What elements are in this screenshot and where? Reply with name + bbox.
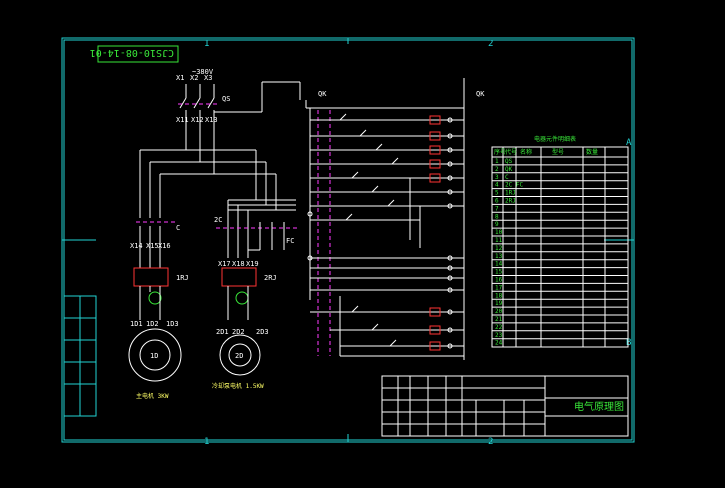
motor1-caption: 主电机 3KW [136,392,169,400]
motor1-id: 1D [150,352,158,360]
motor1-winding-1: 1D1 [130,320,143,328]
motor1-terminal-b: X15 [146,242,159,250]
table-cell: 7 [495,205,499,212]
motor2-terminal-b: X18 [232,260,245,268]
terminal-x2: X2 [190,74,198,82]
table-cell: 18 [495,292,503,299]
drawing-number-box: CJS10-08-14-01 [90,45,179,63]
motor2-terminal-c: X19 [246,260,259,268]
relay-1rj-label: 1RJ [176,274,189,282]
table-cell: 14 [495,261,503,268]
contactor-c-label: C [176,224,180,232]
table-cell: 17 [495,284,503,291]
motor2-winding-1: 2D1 [216,328,229,336]
terminal-x13: X13 [205,116,218,124]
terminal-x3: X3 [204,74,212,82]
control-circuit: QK QK [305,78,485,360]
grid-label-bottom-1: 1 [204,437,209,447]
control-rungs [310,119,464,357]
table-cell: 21 [495,316,503,323]
table-cell: 15 [495,269,503,276]
relay-coils [429,115,441,351]
table-title: 电器元件明细表 [534,135,576,143]
motor2-terminal-a: X17 [218,260,231,268]
table-cell: QK [505,166,513,173]
grid-label-bottom-2: 2 [488,437,493,447]
table-header-model: 型号 [552,148,564,156]
control-switch-label-left: QK [318,90,327,98]
table-cell: 22 [495,324,503,331]
table-cell: 20 [495,308,503,315]
motor2-winding-2: 2D2 [232,328,245,336]
table-cell: 11 [495,237,503,244]
grid-label-side-a: A [626,138,632,148]
grid-label-top-1: 1 [204,39,209,49]
table-header-name: 名称 [520,148,532,156]
title-block: 电气原理图 [381,375,629,437]
motor2-winding-3: 2D3 [256,328,269,336]
table-cell: 6 [495,198,499,205]
table-cell: 3 [495,174,499,181]
table-cell: 23 [495,332,503,339]
table-cell: 13 [495,253,503,260]
power-circuit: ~380V X1 X2 X3 QS X11 X12 X13 [128,68,301,400]
motor1-winding-3: 1D3 [166,320,179,328]
terminal-x11: X11 [176,116,189,124]
main-switch-label: QS [222,95,230,103]
table-cell: 10 [495,229,503,236]
supply-voltage: ~380V [192,68,214,76]
grid-label-top-2: 2 [488,39,493,49]
table-cell: QS [505,158,513,165]
table-cell: 2 [495,166,499,173]
table-header-qty: 数量 [586,148,598,156]
table-header-code: 代号 [505,148,517,156]
table-cell: 5 [495,190,499,197]
drawing-number: CJS10-08-14-01 [90,47,174,58]
terminal-x1: X1 [176,74,184,82]
table-header-index: 序号 [494,148,506,156]
table-cell: 8 [495,213,499,220]
relay-2rj-label: 2RJ [264,274,277,282]
table-cell: C [505,174,509,181]
table-cell: 12 [495,245,503,252]
table-cell: 1 [495,158,499,165]
motor2-caption: 冷却泵电机 1.5KW [212,382,264,390]
table-cell: 9 [495,221,499,228]
left-side-strip [63,295,97,417]
motor1-winding-2: 1D2 [146,320,159,328]
title-block-caption: 电气原理图 [574,400,624,413]
control-contacts [339,113,421,356]
table-cell: 16 [495,277,503,284]
motor1-terminal-c: X16 [158,242,171,250]
table-cell: 4 [495,182,499,189]
terminal-x12: X12 [191,116,204,124]
table-cell: 2RJ [505,198,516,205]
motor1-terminal-a: X14 [130,242,143,250]
bus-terminals [307,117,453,349]
control-switch-label-right: QK [476,90,485,98]
table-cell: 24 [495,340,503,347]
table-cell: 1RJ [505,190,516,197]
motor2-id: 2D [235,352,243,360]
contactor-2c-label: 2C [214,216,222,224]
table-cell: 2C FC [505,182,523,189]
table-cell: 19 [495,300,503,307]
contactor-fc-label: FC [286,237,294,245]
drawing-frame: 1 2 1 2 A B [61,37,635,447]
grid-label-side-b: B [626,338,631,348]
